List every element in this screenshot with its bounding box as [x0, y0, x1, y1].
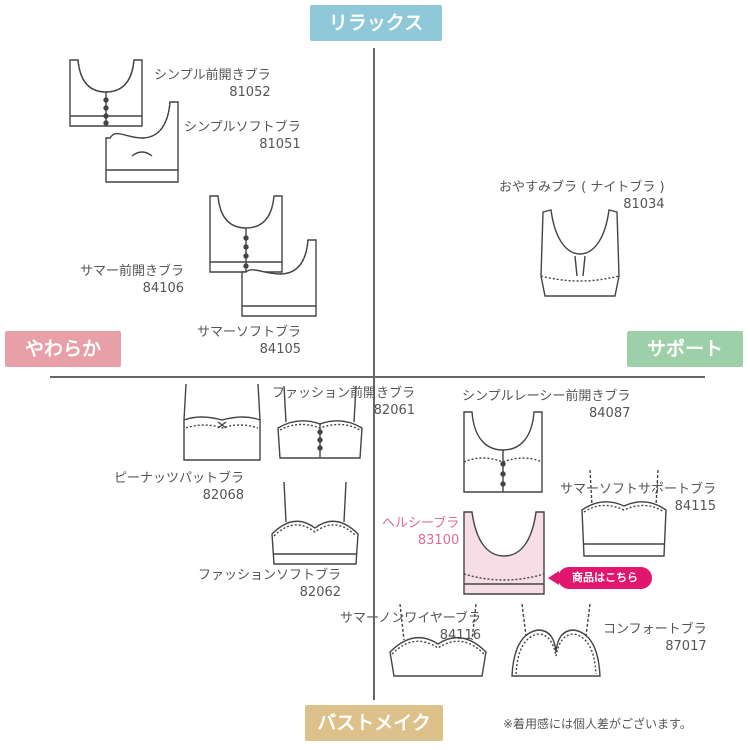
product-name: ピーナッツパットブラ [114, 471, 245, 486]
product-name: ヘルシーブラ [382, 516, 460, 531]
fit-disclaimer: ※着用感には個人差がございます。 [503, 717, 692, 731]
product-label-84105[interactable]: サマーソフトブラ 84105 [197, 324, 301, 358]
bra-illustration-87017[interactable] [508, 600, 604, 680]
bra-illustration-83100[interactable] [458, 508, 550, 598]
product-name: おやすみブラ ( ナイトブラ ) [499, 180, 665, 195]
product-label-82062[interactable]: ファッションソフトブラ 82062 [198, 567, 341, 601]
product-code: 87017 [665, 639, 707, 654]
product-code: 84116 [439, 628, 482, 643]
product-code: 84087 [589, 406, 631, 421]
product-code: 84105 [259, 342, 302, 357]
product-label-87017[interactable]: コンフォートブラ 87017 [603, 621, 707, 655]
product-code: 82061 [373, 403, 416, 418]
product-code: 81051 [259, 137, 301, 152]
product-code: 82062 [299, 585, 342, 600]
horizontal-axis [50, 376, 705, 378]
bra-illustration-82061[interactable] [274, 382, 366, 462]
product-name: シンプルソフトブラ [184, 120, 301, 135]
product-label-82061[interactable]: ファッション前開きブラ 82061 [272, 385, 415, 419]
bra-illustration-81051[interactable] [102, 98, 182, 184]
product-code: 81034 [623, 197, 665, 212]
product-label-81051[interactable]: シンプルソフトブラ 81051 [184, 119, 301, 153]
bra-illustration-84115[interactable] [578, 466, 670, 560]
product-name: シンプルレーシー前開きブラ [462, 389, 631, 404]
bra-illustration-81034[interactable] [537, 206, 623, 298]
bra-illustration-81052[interactable] [64, 56, 148, 142]
vertical-axis [373, 48, 375, 700]
bra-illustration-82062[interactable] [268, 478, 362, 568]
axis-label-relax: リラックス [310, 5, 442, 41]
product-label-84115[interactable]: サマーソフトサポートブラ 84115 [560, 481, 716, 515]
product-label-81052[interactable]: シンプル前開きブラ 81052 [154, 67, 271, 101]
product-code: 81052 [229, 85, 271, 100]
axis-label-soft: やわらか [5, 331, 121, 367]
product-name: サマーソフトブラ [197, 325, 302, 340]
product-code: 83100 [417, 533, 460, 548]
product-name: サマー前開きブラ [80, 264, 185, 279]
product-label-82068[interactable]: ピーナッツパットブラ 82068 [114, 470, 244, 504]
product-name: サマーソフトサポートブラ [560, 482, 717, 497]
product-name: ファッション前開きブラ [272, 386, 416, 401]
product-code: 84115 [674, 499, 717, 514]
axis-label-support: サポート [627, 331, 743, 367]
product-name: ファッションソフトブラ [198, 568, 342, 583]
product-label-83100[interactable]: ヘルシーブラ 83100 [382, 515, 459, 549]
axis-label-bust-make: バストメイク [305, 705, 443, 741]
product-name: サマーノンワイヤーブラ [340, 611, 482, 626]
product-name: シンプル前開きブラ [154, 68, 271, 83]
bra-illustration-84087[interactable] [458, 408, 548, 496]
bra-illustration-84106[interactable] [204, 192, 288, 278]
bra-illustration-84116[interactable] [386, 600, 490, 680]
product-label-84087[interactable]: シンプルレーシー前開きブラ 84087 [462, 388, 630, 422]
product-code: 82068 [202, 488, 245, 503]
product-name: コンフォートブラ [603, 622, 707, 637]
bra-illustration-84105[interactable] [238, 236, 320, 320]
product-code: 84106 [142, 281, 185, 296]
product-label-84106[interactable]: サマー前開きブラ 84106 [80, 263, 184, 297]
bra-illustration-82068[interactable] [180, 380, 264, 464]
product-label-84116[interactable]: サマーノンワイヤーブラ 84116 [340, 610, 481, 644]
product-label-81034[interactable]: おやすみブラ ( ナイトブラ ) 81034 [499, 179, 665, 213]
cta-arrow-icon [548, 571, 559, 585]
view-product-button[interactable]: 商品はこちら [558, 567, 652, 589]
